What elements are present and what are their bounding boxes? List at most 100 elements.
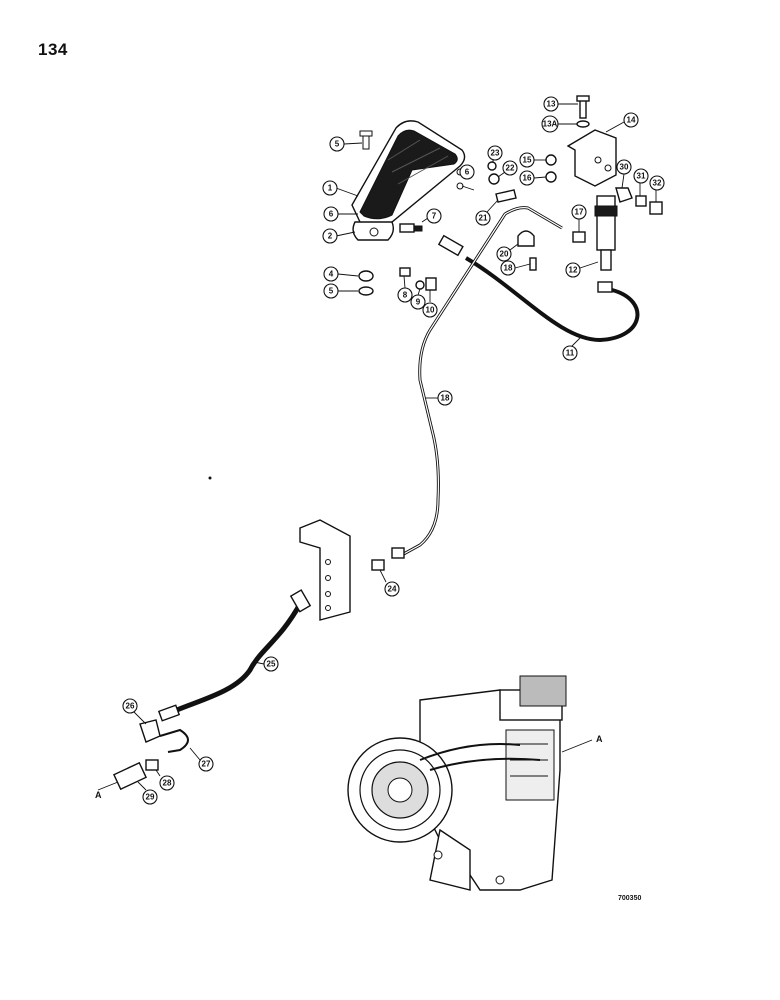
svg-text:32: 32	[653, 179, 662, 188]
reference-letter-left: A	[95, 790, 102, 800]
bolt-13	[576, 95, 590, 128]
svg-text:23: 23	[491, 149, 500, 158]
callout-30: 30	[616, 159, 632, 189]
callout-6-left: 6	[323, 206, 358, 222]
callout-16: 16	[519, 170, 547, 186]
svg-text:22: 22	[506, 164, 515, 173]
svg-text:21: 21	[479, 214, 488, 223]
callout-7: 7	[421, 208, 442, 224]
callout-2: 2	[322, 228, 356, 244]
svg-text:29: 29	[146, 793, 155, 802]
svg-text:27: 27	[202, 760, 211, 769]
callout-29: 29	[137, 781, 158, 805]
callout-28: 28	[155, 769, 175, 791]
hose-11	[464, 256, 640, 343]
mounting-bracket	[299, 519, 351, 621]
svg-text:10: 10	[426, 306, 435, 315]
svg-text:18: 18	[504, 264, 513, 273]
callout-22: 22	[497, 160, 518, 178]
svg-text:14: 14	[627, 116, 636, 125]
washer-15	[545, 154, 557, 166]
callout-11: 11	[562, 337, 581, 361]
callout-18-tube: 18	[425, 390, 453, 406]
page-number: 134	[38, 40, 68, 59]
svg-text:1: 1	[328, 184, 333, 193]
callout-5-top: 5	[329, 136, 363, 152]
svg-text:12: 12	[569, 266, 578, 275]
svg-text:6: 6	[329, 210, 334, 219]
washer-22	[488, 173, 500, 185]
fitting-24	[371, 559, 385, 571]
callout-8: 8	[397, 275, 413, 303]
stray-mark	[208, 476, 212, 480]
transmission-housing	[347, 675, 593, 891]
svg-text:15: 15	[523, 156, 532, 165]
callout-6-right: 6	[459, 164, 475, 191]
fittings-8-9-10	[399, 267, 437, 291]
svg-text:7: 7	[432, 212, 437, 221]
callout-10: 10	[422, 290, 438, 318]
callout-13: 13	[543, 96, 578, 112]
fitting-28	[145, 759, 159, 771]
nut-and-washer	[358, 270, 374, 296]
svg-text:9: 9	[416, 298, 421, 307]
master-cylinder-12	[594, 195, 618, 271]
svg-text:11: 11	[566, 349, 575, 358]
svg-text:13A: 13A	[543, 120, 558, 129]
bracket-14	[566, 129, 617, 187]
svg-text:2: 2	[328, 232, 333, 241]
callout-27: 27	[189, 747, 214, 772]
callout-21: 21	[475, 199, 499, 226]
svg-text:4: 4	[329, 270, 334, 279]
nut-23	[487, 161, 497, 171]
fitting-17	[572, 231, 586, 243]
elbow-26	[139, 719, 161, 743]
svg-text:28: 28	[163, 779, 172, 788]
svg-text:26: 26	[126, 702, 135, 711]
callout-1: 1	[322, 180, 359, 197]
callout-23: 23	[487, 145, 503, 162]
svg-text:8: 8	[403, 291, 408, 300]
svg-text:25: 25	[267, 660, 276, 669]
callout-4: 4	[323, 266, 359, 282]
reference-letter-right: A	[596, 734, 603, 744]
clamp-20	[517, 230, 535, 247]
svg-text:24: 24	[388, 585, 397, 594]
svg-text:5: 5	[329, 287, 334, 296]
svg-text:31: 31	[637, 172, 646, 181]
svg-text:5: 5	[335, 140, 340, 149]
fittings-30-31-32	[615, 187, 663, 215]
callout-9: 9	[410, 288, 426, 310]
hose-25-end-top	[289, 589, 312, 613]
callout-18-bolt: 18	[500, 260, 531, 276]
clip-21	[495, 189, 517, 203]
svg-text:6: 6	[465, 168, 470, 177]
svg-text:17: 17	[575, 208, 584, 217]
svg-text:18: 18	[441, 394, 450, 403]
svg-text:13: 13	[547, 100, 556, 109]
callout-12: 12	[565, 261, 599, 278]
bolt-top	[359, 130, 373, 150]
callout-24: 24	[379, 569, 400, 597]
callout-5-bottom: 5	[323, 283, 358, 299]
tube-18-end	[391, 547, 405, 559]
brake-pedal	[351, 120, 466, 241]
callout-20: 20	[496, 243, 519, 262]
hose-25-end-bottom	[157, 704, 181, 722]
svg-text:30: 30	[620, 163, 629, 172]
tube-18	[399, 206, 563, 558]
callout-32: 32	[649, 175, 665, 202]
hose-end-right	[597, 281, 613, 293]
callout-15: 15	[519, 152, 546, 168]
fitting-7	[399, 223, 423, 233]
hose-end-left	[437, 234, 464, 257]
callout-14: 14	[605, 112, 639, 133]
coupler-29	[97, 761, 147, 791]
callout-13A: 13A	[541, 115, 577, 133]
callout-17: 17	[571, 204, 587, 232]
drawing-code: 700350	[618, 895, 641, 902]
callout-31: 31	[633, 168, 649, 196]
callout-25: 25	[253, 656, 279, 672]
svg-text:16: 16	[523, 174, 532, 183]
